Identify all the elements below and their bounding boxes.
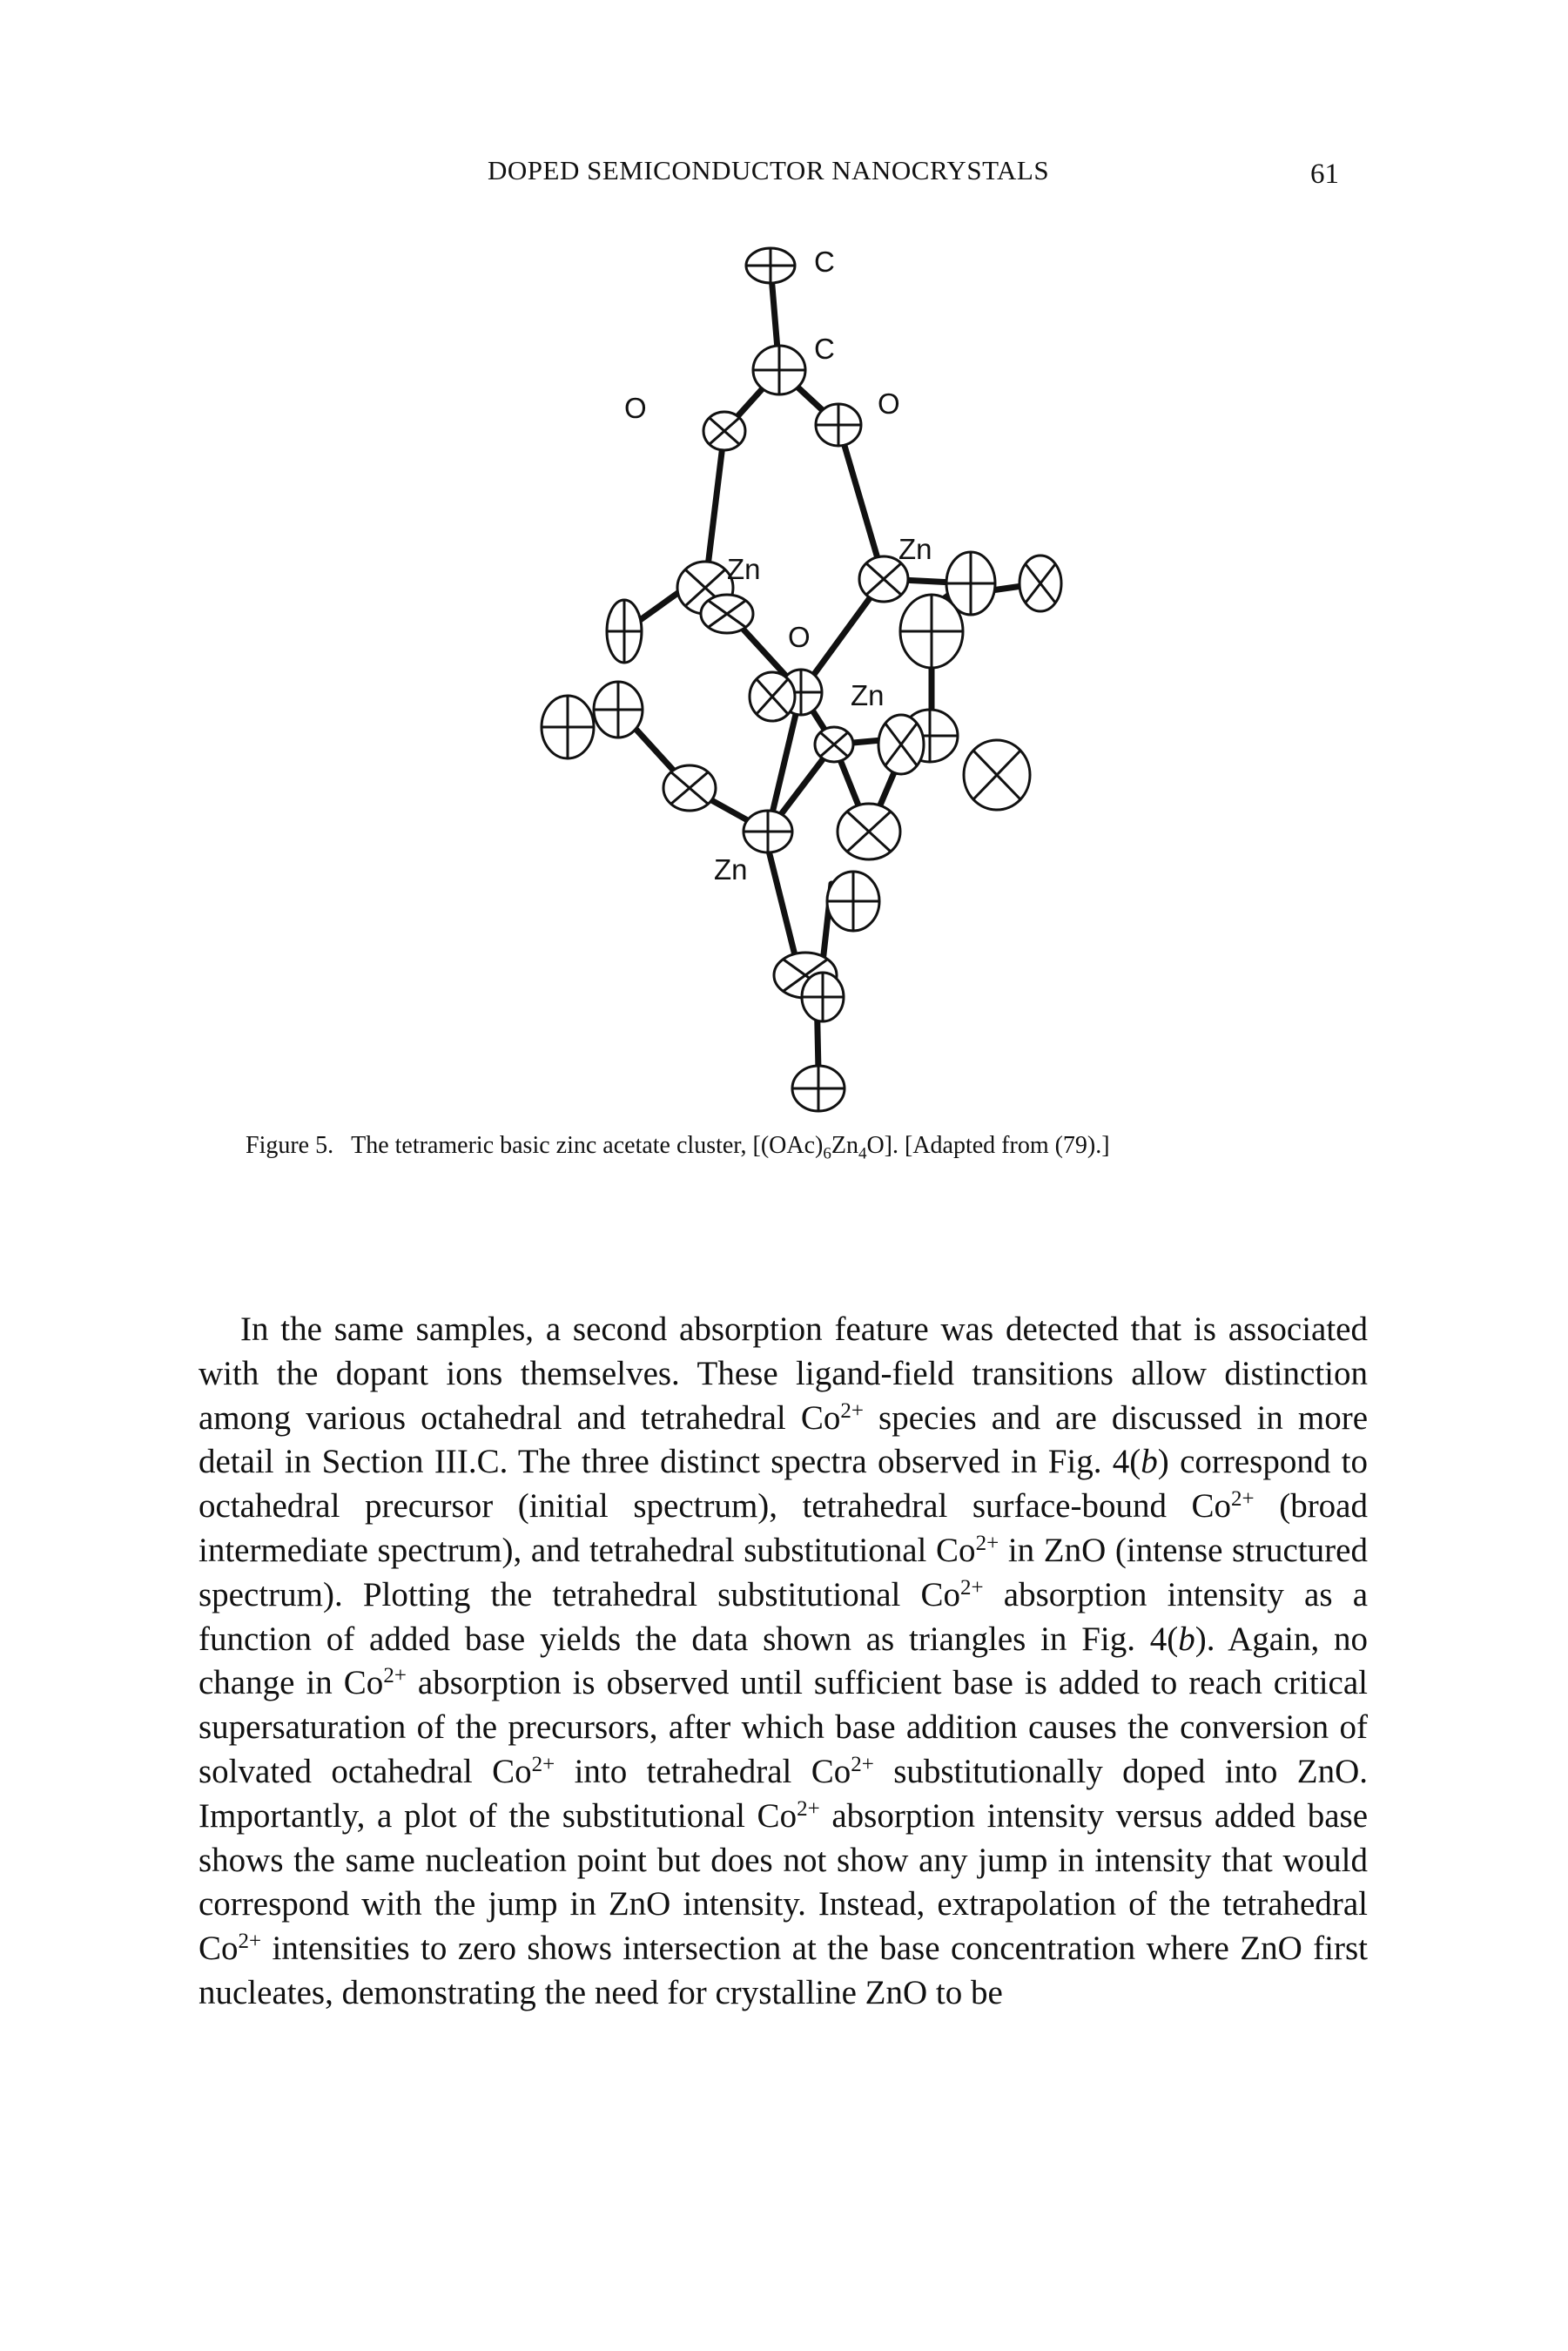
- atom-label-o-right: O: [878, 387, 900, 420]
- caption-text-end: O]. [Adapted from (79).]: [866, 1132, 1110, 1159]
- atom-label-o-center: O: [788, 621, 811, 653]
- text-segment: in ZnO (intense structured spectrum). Pl…: [199, 1531, 1368, 1613]
- bonds: [564, 262, 1044, 1074]
- text-segment: species and are discussed in more detail…: [199, 1398, 1368, 1481]
- atom-label-zn-right: Zn: [898, 533, 932, 565]
- atom-label-o-left: O: [624, 392, 647, 424]
- caption-subscript-zinc: 4: [858, 1144, 867, 1163]
- text-segment: ) correspond to octahedral precursor (in…: [199, 1443, 1368, 1526]
- text-segment: ). Again, no change in Co: [199, 1620, 1368, 1702]
- atom-label-c-carboxyl: C: [814, 333, 835, 365]
- body-paragraph: In the same samples, a second absorption…: [199, 1308, 1368, 2016]
- caption-label: Figure 5.: [246, 1132, 334, 1159]
- text-segment: substitutionally doped into ZnO. Importa…: [199, 1752, 1369, 1835]
- text-segment: In the same samples, a second absorption…: [199, 1310, 1368, 1437]
- superscript-charge: 2+: [840, 1398, 864, 1423]
- zinc-acetate-cluster-diagram: C C O O Zn Zn O Zn Zn: [540, 246, 1063, 1113]
- atom-label-zn-center: Zn: [851, 679, 885, 711]
- caption-text-zn: Zn: [831, 1132, 858, 1159]
- superscript-charge: 2+: [238, 1930, 262, 1954]
- body-text: In the same samples, a second absorption…: [199, 1308, 1368, 2016]
- text-segment: absorption intensity versus added base s…: [199, 1796, 1368, 1968]
- atom-label-zn-bottom: Zn: [714, 853, 748, 886]
- atoms: [540, 246, 1063, 1113]
- text-segment: absorption is observed until sufficient …: [199, 1664, 1369, 1790]
- superscript-charge: 2+: [975, 1531, 999, 1555]
- text-segment: (broad intermediate spectrum), and tetra…: [199, 1487, 1368, 1569]
- figure-5: C C O O Zn Zn O Zn Zn: [331, 222, 1184, 1141]
- atom-labels: C C O O Zn Zn O Zn Zn: [624, 246, 932, 886]
- figure-caption: Figure 5. The tetrameric basic zinc aceta…: [246, 1132, 1110, 1164]
- superscript-charge: 2+: [851, 1752, 874, 1776]
- italic-figure-part: b: [1141, 1443, 1158, 1481]
- superscript-charge: 2+: [1231, 1487, 1255, 1512]
- caption-subscript-acetate: 6: [823, 1144, 831, 1163]
- italic-figure-part: b: [1178, 1620, 1195, 1658]
- superscript-charge: 2+: [960, 1575, 984, 1600]
- superscript-charge: 2+: [797, 1796, 820, 1821]
- atom-label-c-top: C: [814, 246, 835, 278]
- superscript-charge: 2+: [531, 1752, 555, 1776]
- page-header: DOPED SEMICONDUCTOR NANOCRYSTALS 61: [0, 155, 1568, 193]
- text-segment: into tetrahedral Co: [555, 1752, 851, 1790]
- text-segment: intensities to zero shows intersection a…: [199, 1930, 1368, 2011]
- caption-text-start: The tetrameric basic zinc acetate cluste…: [351, 1132, 824, 1159]
- running-head: DOPED SEMICONDUCTOR NANOCRYSTALS: [488, 155, 1050, 185]
- atom-label-zn-left: Zn: [727, 553, 761, 585]
- superscript-charge: 2+: [383, 1664, 407, 1688]
- page-number: 61: [1310, 158, 1339, 190]
- text-segment: absorption intensity as a function of ad…: [199, 1575, 1369, 1658]
